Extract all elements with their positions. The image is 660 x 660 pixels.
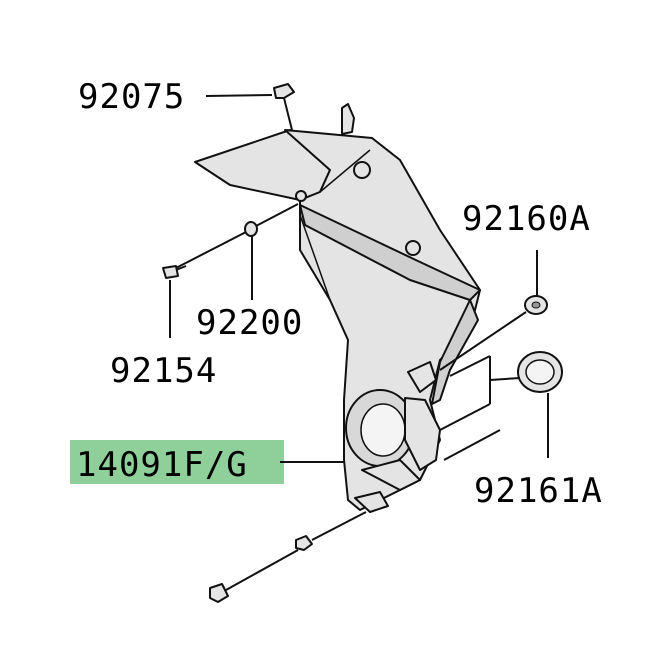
clip-92075 [273,83,295,99]
label-92200: 92200 [196,303,303,343]
label-14091FG: 14091F/G [76,445,248,485]
bolt-bottom [209,583,229,603]
cowl-panel [194,103,481,513]
highlight-box [70,440,284,484]
grommet-92160A [524,295,548,315]
label-92161A: 92161A [474,471,603,511]
label-92154: 92154 [110,351,217,391]
leader-lines [169,94,549,591]
grommet-92161A [517,351,563,393]
washer-92200 [244,221,258,237]
label-92075: 92075 [78,77,185,117]
bolt-92154 [162,265,187,279]
nut-bottom [295,535,313,551]
label-92160A: 92160A [462,199,591,239]
